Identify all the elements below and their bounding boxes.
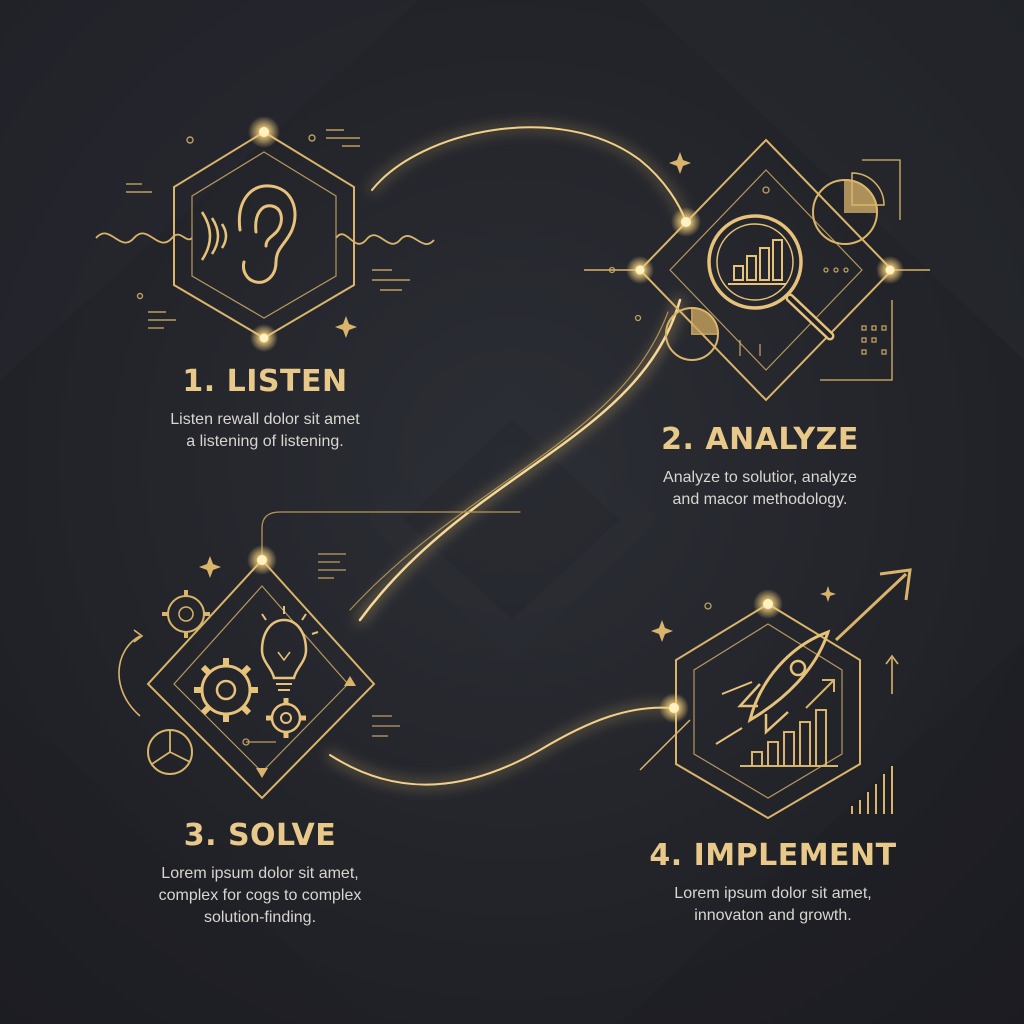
step-solve: 3. SOLVE Lorem ipsum dolor sit amet, com…: [100, 818, 420, 929]
step-description-line: Lorem ipsum dolor sit amet,: [161, 865, 359, 882]
step-description-line: solution-finding.: [203, 909, 317, 926]
step-description-line: complex for cogs to complex: [158, 887, 362, 904]
step-description-line: a listening of listening.: [186, 433, 344, 450]
step-description: Lorem ipsum dolor sit amet, innovaton an…: [608, 883, 938, 927]
step-title: 3. SOLVE: [183, 818, 337, 853]
step-description-line: Analyze to solutior, analyze: [663, 469, 857, 486]
growth-bars-icon: [740, 679, 838, 767]
analyze-icon-group: [584, 138, 930, 402]
implement-icon-group: [639, 568, 912, 820]
step-title: 2. ANALYZE: [661, 422, 859, 457]
small-gear-icon: [162, 590, 210, 638]
step-description-line: and macor methodology.: [672, 491, 848, 508]
step-description: Lorem ipsum dolor sit amet, complex for …: [100, 863, 420, 929]
step-description: Listen rewall dolor sit amet a listening…: [110, 409, 420, 453]
step-description-line: Listen rewall dolor sit amet: [170, 411, 360, 428]
step-description-line: Lorem ipsum dolor sit amet,: [674, 885, 872, 902]
step-description-line: innovaton and growth.: [694, 907, 852, 924]
step-analyze: 2. ANALYZE Analyze to solutior, analyze …: [600, 422, 920, 511]
magnifier-chart-icon: [707, 214, 835, 341]
pie-chart-icon: [812, 172, 885, 245]
step-listen: 1. LISTEN Listen rewall dolor sit amet a…: [110, 364, 420, 453]
step-title: 1. LISTEN: [182, 364, 348, 399]
step-implement: 4. IMPLEMENT Lorem ipsum dolor sit amet,…: [608, 838, 938, 927]
solve-pie-chart-icon: [147, 729, 193, 775]
small-pie-chart-icon: [665, 306, 720, 361]
step-title: 4. IMPLEMENT: [649, 838, 897, 873]
rocket-icon: [715, 629, 831, 745]
step-description: Analyze to solutior, analyze and macor m…: [600, 467, 920, 511]
connector-paths: [261, 124, 689, 789]
ear-icon: [237, 184, 297, 284]
gears-lightbulb-icon: [194, 606, 319, 738]
solve-icon-group: [118, 553, 400, 800]
